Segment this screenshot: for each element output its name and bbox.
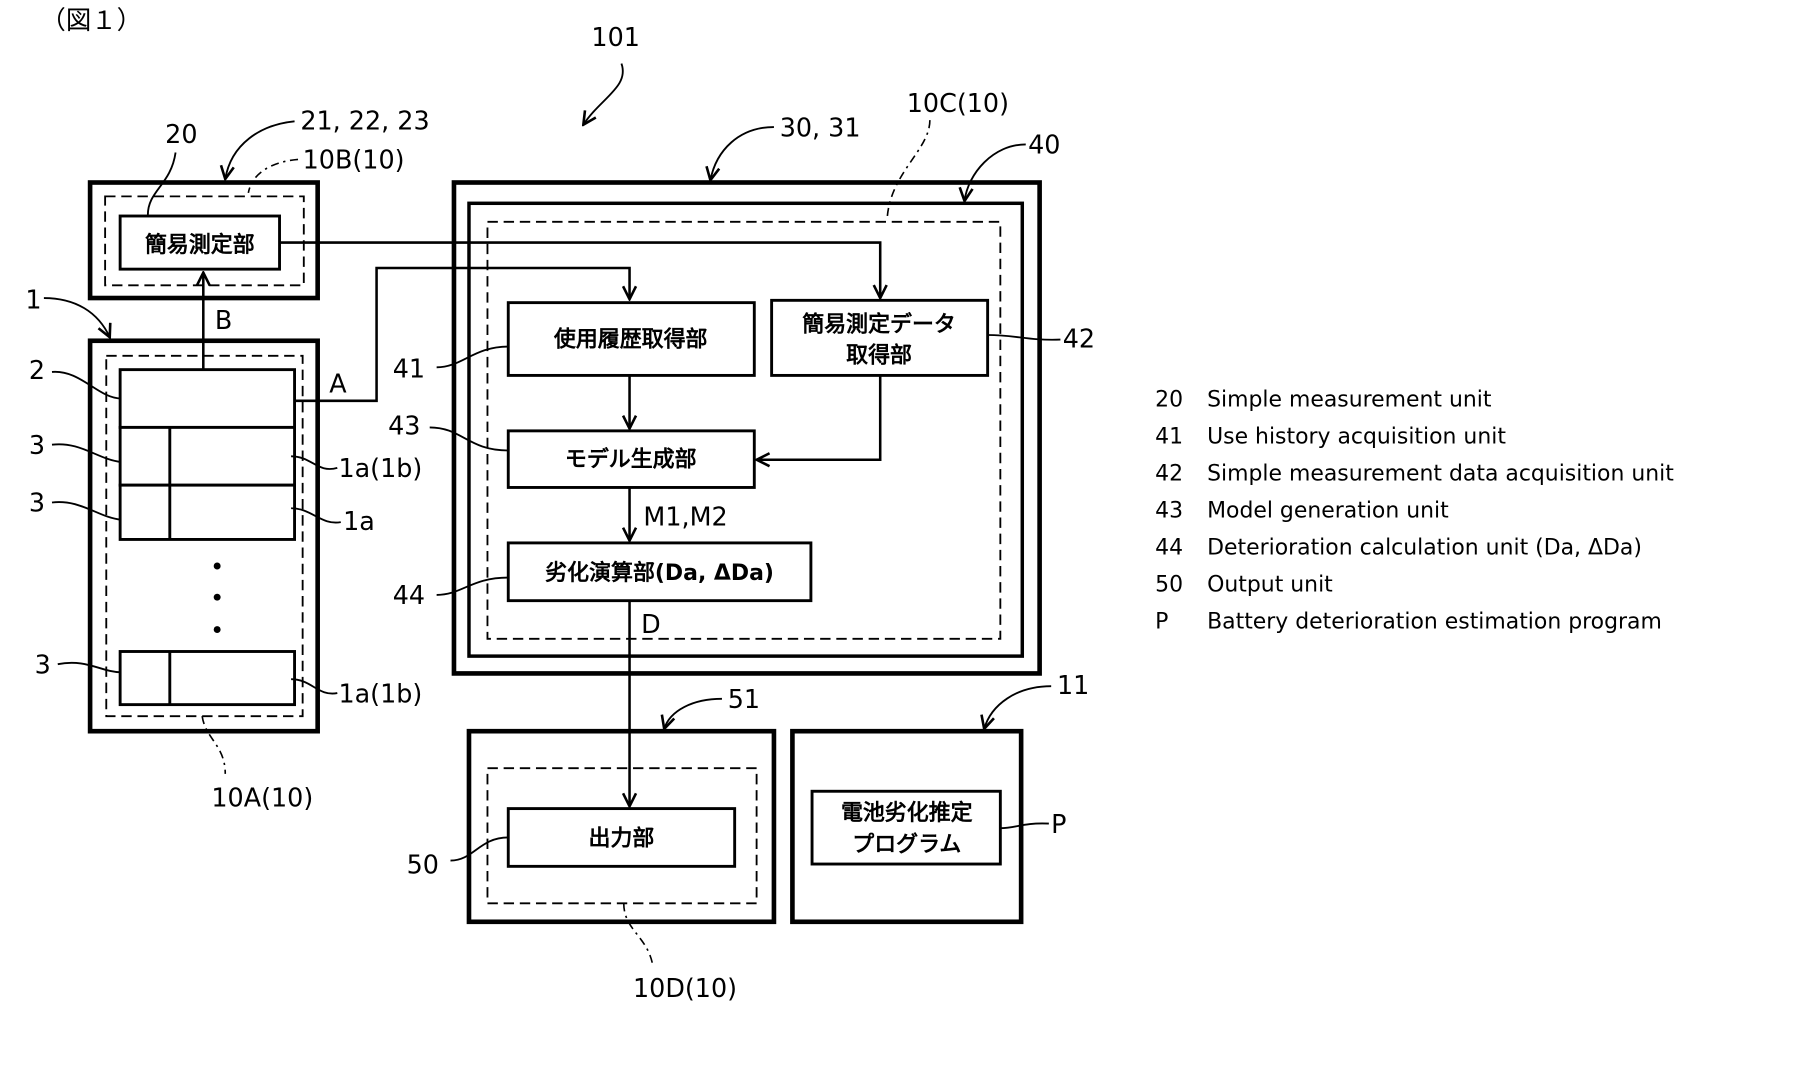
program-text-line2: プログラム xyxy=(852,831,961,857)
figure-label: （図１） xyxy=(40,5,142,35)
ref-label-1a-1b: 1a(1b) xyxy=(338,678,422,708)
simple-data-text-line1: 簡易測定データ xyxy=(802,312,956,338)
legend-ref: P xyxy=(1155,609,1168,634)
callout-arrow-1 xyxy=(44,298,110,337)
legend-text: Deterioration calculation unit (Da, ΔDa) xyxy=(1207,535,1642,560)
legend: 20 Simple measurement unit 41 Use histor… xyxy=(1155,388,1674,635)
ref-label-40: 40 xyxy=(1028,130,1060,160)
leader-2 xyxy=(52,372,121,399)
battery-group xyxy=(90,341,318,731)
signal-path-20-to-42 xyxy=(280,243,881,298)
ref-label-10C: 10C(10) xyxy=(907,88,1009,118)
leader-41 xyxy=(437,347,509,368)
legend-ref: 43 xyxy=(1155,498,1183,523)
ref-label-50: 50 xyxy=(407,849,439,879)
program-text-line1: 電池劣化推定 xyxy=(841,800,973,826)
ref-label-1: 1 xyxy=(25,284,41,314)
callout-arrow-40 xyxy=(965,144,1026,201)
ref-label-3: 3 xyxy=(29,488,45,518)
leader-3 xyxy=(52,444,121,462)
leader-10A xyxy=(202,716,225,774)
ref-label-P: P xyxy=(1051,809,1066,839)
legend-text: Output unit xyxy=(1207,572,1333,597)
ref-label-3: 3 xyxy=(35,649,51,679)
leader-P xyxy=(1000,823,1049,828)
leader-50 xyxy=(451,837,509,860)
ref-label-11: 11 xyxy=(1057,670,1089,700)
ref-label-21-22-23: 21, 22, 23 xyxy=(300,105,429,135)
signal-label-B: B xyxy=(215,305,232,335)
callout-arrow-51 xyxy=(664,699,722,729)
legend-ref: 50 xyxy=(1155,572,1183,597)
use-history-text: 使用履歴取得部 xyxy=(553,327,708,353)
ellipsis-dot xyxy=(214,563,221,570)
signal-label-D: D xyxy=(641,609,661,639)
legend-text: Simple measurement unit xyxy=(1207,388,1492,413)
ref-label-30-31: 30, 31 xyxy=(780,112,861,142)
ref-label-10A: 10A(10) xyxy=(211,782,313,812)
leader-44 xyxy=(437,578,509,595)
callout-arrow-101 xyxy=(583,64,623,125)
callout-arrow-11 xyxy=(984,686,1051,729)
legend-ref: 44 xyxy=(1155,535,1183,560)
ref-label-44: 44 xyxy=(393,580,425,610)
ref-label-3: 3 xyxy=(29,430,45,460)
legend-text: Model generation unit xyxy=(1207,498,1449,523)
ref-label-101: 101 xyxy=(591,22,640,52)
leader-1a-1b xyxy=(291,456,337,469)
leader-42 xyxy=(988,335,1061,340)
deterioration-text: 劣化演算部(Da, ΔDa) xyxy=(545,560,774,586)
leader-10D xyxy=(624,903,653,964)
simple-data-text-line2: 取得部 xyxy=(846,343,912,369)
cell-row-last xyxy=(120,651,294,704)
legend-ref: 41 xyxy=(1155,425,1183,450)
model-generation-text: モデル生成部 xyxy=(565,447,697,473)
callout-arrow-30-31 xyxy=(710,127,774,180)
ref-label-10D: 10D(10) xyxy=(633,973,737,1003)
ref-label-41: 41 xyxy=(393,354,425,384)
legend-text: Simple measurement data acquisition unit xyxy=(1207,462,1674,487)
ref-label-20: 20 xyxy=(165,119,197,149)
leader-1a-1b xyxy=(291,679,337,693)
signal-label-M1-M2: M1,M2 xyxy=(643,502,727,532)
callout-arrow-21-22-23 xyxy=(225,121,294,179)
leader-3 xyxy=(52,502,121,520)
legend-ref: 20 xyxy=(1155,388,1183,413)
cell-row-1 xyxy=(120,427,294,485)
ellipsis-dot xyxy=(214,626,221,633)
ellipsis-dot xyxy=(214,594,221,601)
cell-row-2 xyxy=(120,485,294,539)
simple-measurement-text: 簡易測定部 xyxy=(145,232,255,258)
ref-label-42: 42 xyxy=(1063,324,1095,354)
legend-text: Use history acquisition unit xyxy=(1207,425,1506,450)
signal-label-A: A xyxy=(329,369,347,399)
ref-label-51: 51 xyxy=(728,684,760,714)
ref-label-10B: 10B(10) xyxy=(303,145,405,175)
ref-label-43: 43 xyxy=(388,410,420,440)
ref-label-2: 2 xyxy=(29,355,45,385)
ref-label-1a: 1a xyxy=(343,506,375,536)
legend-ref: 42 xyxy=(1155,462,1183,487)
ref-label-1a-1b: 1a(1b) xyxy=(338,453,422,483)
block-2 xyxy=(120,370,294,428)
leader-10B xyxy=(248,159,298,192)
legend-text: Battery deterioration estimation program xyxy=(1207,609,1662,634)
output-text: 出力部 xyxy=(589,826,655,852)
flow-42-to-43 xyxy=(757,375,881,459)
